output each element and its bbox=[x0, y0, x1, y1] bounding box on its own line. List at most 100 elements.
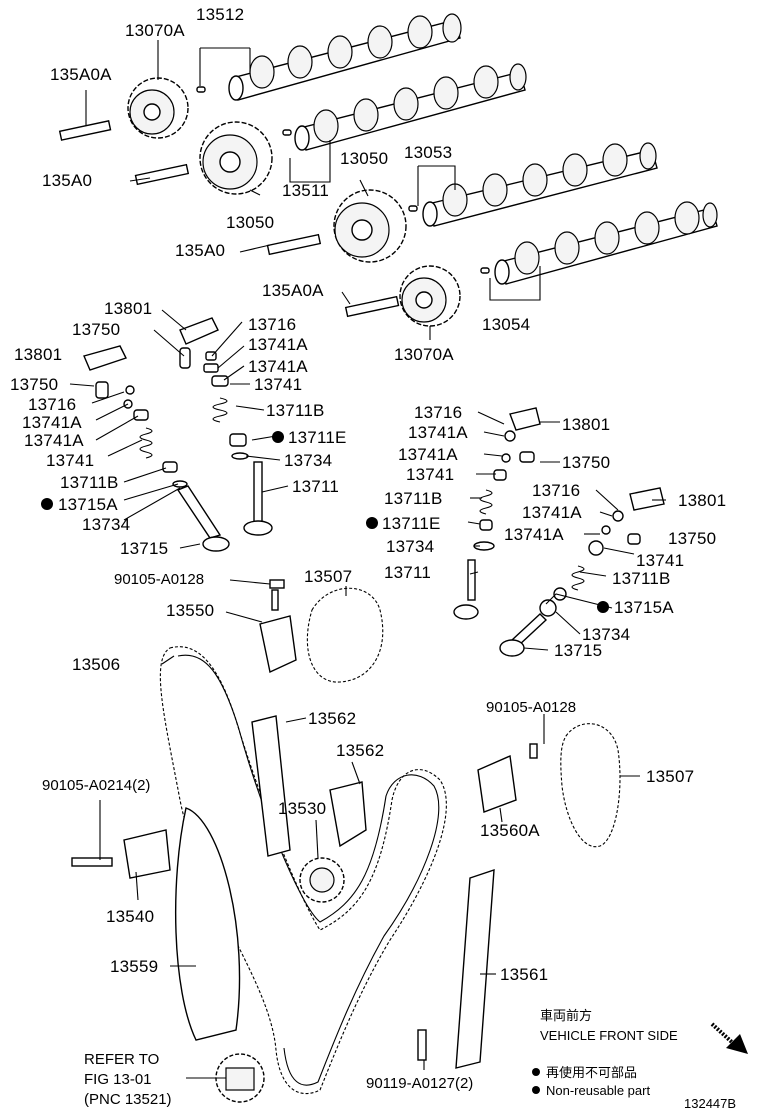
timing-chain-13507-lower bbox=[560, 723, 621, 848]
part-label: 90119-A0127(2) bbox=[366, 1075, 473, 1092]
part-label: 13561 bbox=[500, 965, 548, 984]
part-label: 13741A bbox=[408, 423, 468, 442]
part-label: 135A0 bbox=[175, 241, 225, 260]
part-label: 13506 bbox=[72, 655, 120, 674]
part-label: 13711 bbox=[384, 563, 431, 582]
part-label: 13750 bbox=[668, 529, 716, 548]
valve-train-center bbox=[203, 351, 273, 536]
valve-train-right bbox=[499, 487, 665, 657]
part-label: 13550 bbox=[166, 601, 214, 620]
chain-tensioner-13560A bbox=[477, 743, 538, 813]
part-label: 13715A bbox=[58, 495, 118, 514]
refer-note-line-3: (PNC 13521) bbox=[84, 1091, 172, 1108]
refer-note-line-1: REFER TO bbox=[84, 1051, 159, 1068]
part-label: 13559 bbox=[110, 957, 158, 976]
part-label: 13741A bbox=[22, 413, 82, 432]
cam-gear-13070A-top bbox=[127, 77, 189, 139]
part-label: 13507 bbox=[304, 567, 352, 586]
part-label: 13801 bbox=[104, 299, 152, 318]
part-label: 13562 bbox=[336, 741, 384, 760]
part-label: 13530 bbox=[278, 799, 326, 818]
part-label: 13053 bbox=[404, 143, 452, 162]
part-label: 13715 bbox=[554, 641, 602, 660]
part-label: 13716 bbox=[248, 315, 296, 334]
part-label: 13511 bbox=[282, 181, 329, 200]
part-label: 13562 bbox=[308, 709, 356, 728]
bullet-icon bbox=[532, 1068, 540, 1076]
part-label: 13741A bbox=[248, 335, 308, 354]
part-label: 13734 bbox=[386, 537, 434, 556]
part-label: 13741A bbox=[504, 525, 564, 544]
part-label: 13741 bbox=[46, 451, 94, 470]
valve-train-mid-right bbox=[453, 407, 541, 620]
camshaft-lower-right bbox=[494, 201, 718, 285]
part-label: 135A0A bbox=[50, 65, 112, 84]
tensioner-13540 bbox=[71, 829, 171, 879]
bolt-90105-center bbox=[269, 579, 285, 589]
part-label: 135A0A bbox=[262, 281, 324, 300]
camshaft-upper-right bbox=[294, 63, 527, 151]
chain-guide-13561 bbox=[455, 869, 495, 1069]
crank-sprocket bbox=[215, 1053, 265, 1103]
dowel-pins bbox=[196, 86, 490, 274]
part-label: 13711E bbox=[382, 514, 441, 533]
camshaft-lower-left bbox=[422, 142, 658, 227]
part-label: 13716 bbox=[532, 481, 580, 500]
part-label: 13741 bbox=[254, 375, 302, 394]
part-label: 13715A bbox=[614, 598, 674, 617]
part-label: 13711B bbox=[612, 569, 671, 588]
part-label: 135A0 bbox=[42, 171, 92, 190]
cam-gear-13050-top bbox=[199, 121, 273, 195]
leader-lines bbox=[69, 40, 666, 1079]
part-label: 13734 bbox=[582, 625, 630, 644]
part-label: 13741A bbox=[248, 357, 308, 376]
legend: 車両前方 VEHICLE FRONT SIDE 再使用不可部品 Non-reus… bbox=[532, 1008, 748, 1111]
part-label: 13711 bbox=[292, 477, 339, 496]
front-arrow-icon bbox=[710, 1022, 748, 1054]
camshaft-upper-left bbox=[228, 13, 462, 101]
bullet-icon bbox=[532, 1086, 540, 1094]
part-label: 13054 bbox=[482, 315, 530, 334]
nonreusable-label-jp: 再使用不可部品 bbox=[546, 1065, 637, 1080]
part-label: 13741 bbox=[406, 465, 454, 484]
part-label: 13716 bbox=[414, 403, 462, 422]
cam-gear-13050-mid bbox=[333, 189, 407, 263]
direction-label-jp: 車両前方 bbox=[540, 1008, 592, 1023]
part-label: 13734 bbox=[82, 515, 130, 534]
part-label: 13801 bbox=[678, 491, 726, 510]
nonreusable-dot bbox=[366, 517, 378, 529]
part-label: 13711B bbox=[266, 401, 325, 420]
nonreusable-dot bbox=[41, 498, 53, 510]
part-label: 13070A bbox=[125, 21, 185, 40]
part-label: 13741A bbox=[398, 445, 458, 464]
part-label: 13734 bbox=[284, 451, 332, 470]
part-label: 13507 bbox=[646, 767, 694, 786]
part-label: 13741 bbox=[636, 551, 684, 570]
nonreusable-dot bbox=[597, 601, 609, 613]
part-label: 13801 bbox=[562, 415, 610, 434]
chain-slipper-13559 bbox=[174, 807, 241, 1041]
cam-gear-13070A-mid bbox=[399, 265, 461, 327]
part-label: 13540 bbox=[106, 907, 154, 926]
part-label: 13050 bbox=[340, 149, 388, 168]
part-label: 90105-A0128 bbox=[486, 699, 576, 716]
chain-damper-13562-a bbox=[251, 715, 291, 857]
part-label: 90105-A0128 bbox=[114, 571, 204, 588]
valve-train-left bbox=[83, 317, 230, 552]
part-label: 13512 bbox=[196, 5, 244, 24]
part-label: 13750 bbox=[10, 375, 58, 394]
part-labels: 13070A 13512 135A0A 135A0 13050 13511 13… bbox=[10, 5, 726, 1108]
part-label: 13750 bbox=[72, 320, 120, 339]
bolt-90119 bbox=[417, 1029, 427, 1061]
timing-chain-13507-upper bbox=[306, 587, 384, 683]
part-label: 13715 bbox=[120, 539, 168, 558]
idler-sprocket-13530 bbox=[299, 857, 345, 903]
part-label: 13711E bbox=[288, 428, 347, 447]
figure-code: 132447B bbox=[684, 1096, 736, 1111]
refer-note-line-2: FIG 13-01 bbox=[84, 1071, 152, 1088]
part-label: 90105-A0214(2) bbox=[42, 777, 150, 794]
nonreusable-label-en: Non-reusable part bbox=[546, 1083, 650, 1098]
part-label: 13070A bbox=[394, 345, 454, 364]
chain-tensioner-13550 bbox=[259, 589, 297, 674]
